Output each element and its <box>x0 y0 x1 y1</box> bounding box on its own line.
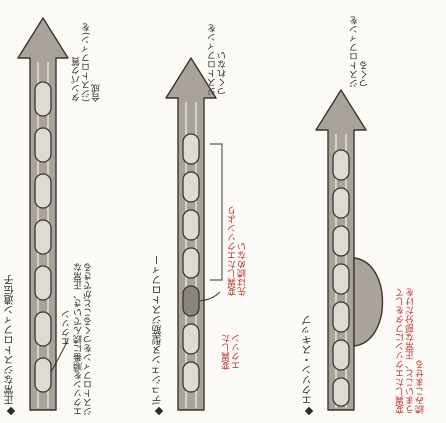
exon <box>182 209 200 241</box>
arrow-shape <box>17 17 69 411</box>
diamond-bullet-icon <box>154 406 164 416</box>
label-mutated-exon: 変異した エクソン <box>222 334 242 370</box>
diamond-bullet-icon <box>304 406 314 416</box>
label-normal-top: タンパク質 (ジストロフィン)を 合成 <box>72 22 102 102</box>
mutated-exon <box>182 285 200 317</box>
exon <box>332 377 350 407</box>
exon <box>332 225 350 257</box>
skipped-exon <box>332 301 350 333</box>
unreadable-bracket <box>210 143 223 281</box>
exon <box>182 133 200 165</box>
skip-cap-patch <box>353 257 384 347</box>
exon <box>34 265 52 301</box>
arrow-normal <box>17 17 69 411</box>
arrow-exon-skip <box>315 89 384 411</box>
note-unreadable: 変異したエクソンより 先は読めない <box>228 206 248 296</box>
note-normal: エクソンを順番に読んでいき、正常な ジストロフィンをつくることができる <box>74 263 94 416</box>
exon <box>34 127 52 163</box>
label-duchenne-top: ジストロフィンを つくれない <box>208 24 228 96</box>
exon <box>34 357 52 393</box>
exon <box>332 149 350 181</box>
panel-title: エクソン・スキップ <box>303 315 314 405</box>
exon <box>182 171 200 203</box>
label-exon-skip-top: ジストロフィンを つくる <box>350 16 370 88</box>
exon <box>182 361 200 393</box>
exon <box>34 311 52 347</box>
exon <box>34 219 52 255</box>
exon <box>182 247 200 279</box>
exon <box>34 173 52 209</box>
note-exon-skip: 変異したエクソンにフタをして うまいこと、正常な部分だけを 読みこませる <box>396 288 426 414</box>
exon <box>182 323 200 355</box>
diamond-bullet-icon <box>6 406 16 416</box>
title-normal: 正常なジストロフィン遺伝子 <box>5 186 16 416</box>
exon <box>332 263 350 295</box>
label-exon: エクソン <box>62 310 72 346</box>
panel-title: デュシェンヌ型筋ジストロフィー <box>153 255 164 405</box>
title-exon-skip: エクソン・スキップ <box>303 258 314 416</box>
exon-leader-line <box>50 339 69 373</box>
mutated-exon-leader-line <box>198 291 221 302</box>
exon <box>332 187 350 219</box>
panel-title: 正常なジストロフィン遺伝子 <box>5 275 16 405</box>
exon <box>332 339 350 371</box>
exon <box>34 81 52 117</box>
title-duchenne: デュシェンヌ型筋ジストロフィー <box>153 176 164 416</box>
arrow-duchenne <box>165 57 223 411</box>
